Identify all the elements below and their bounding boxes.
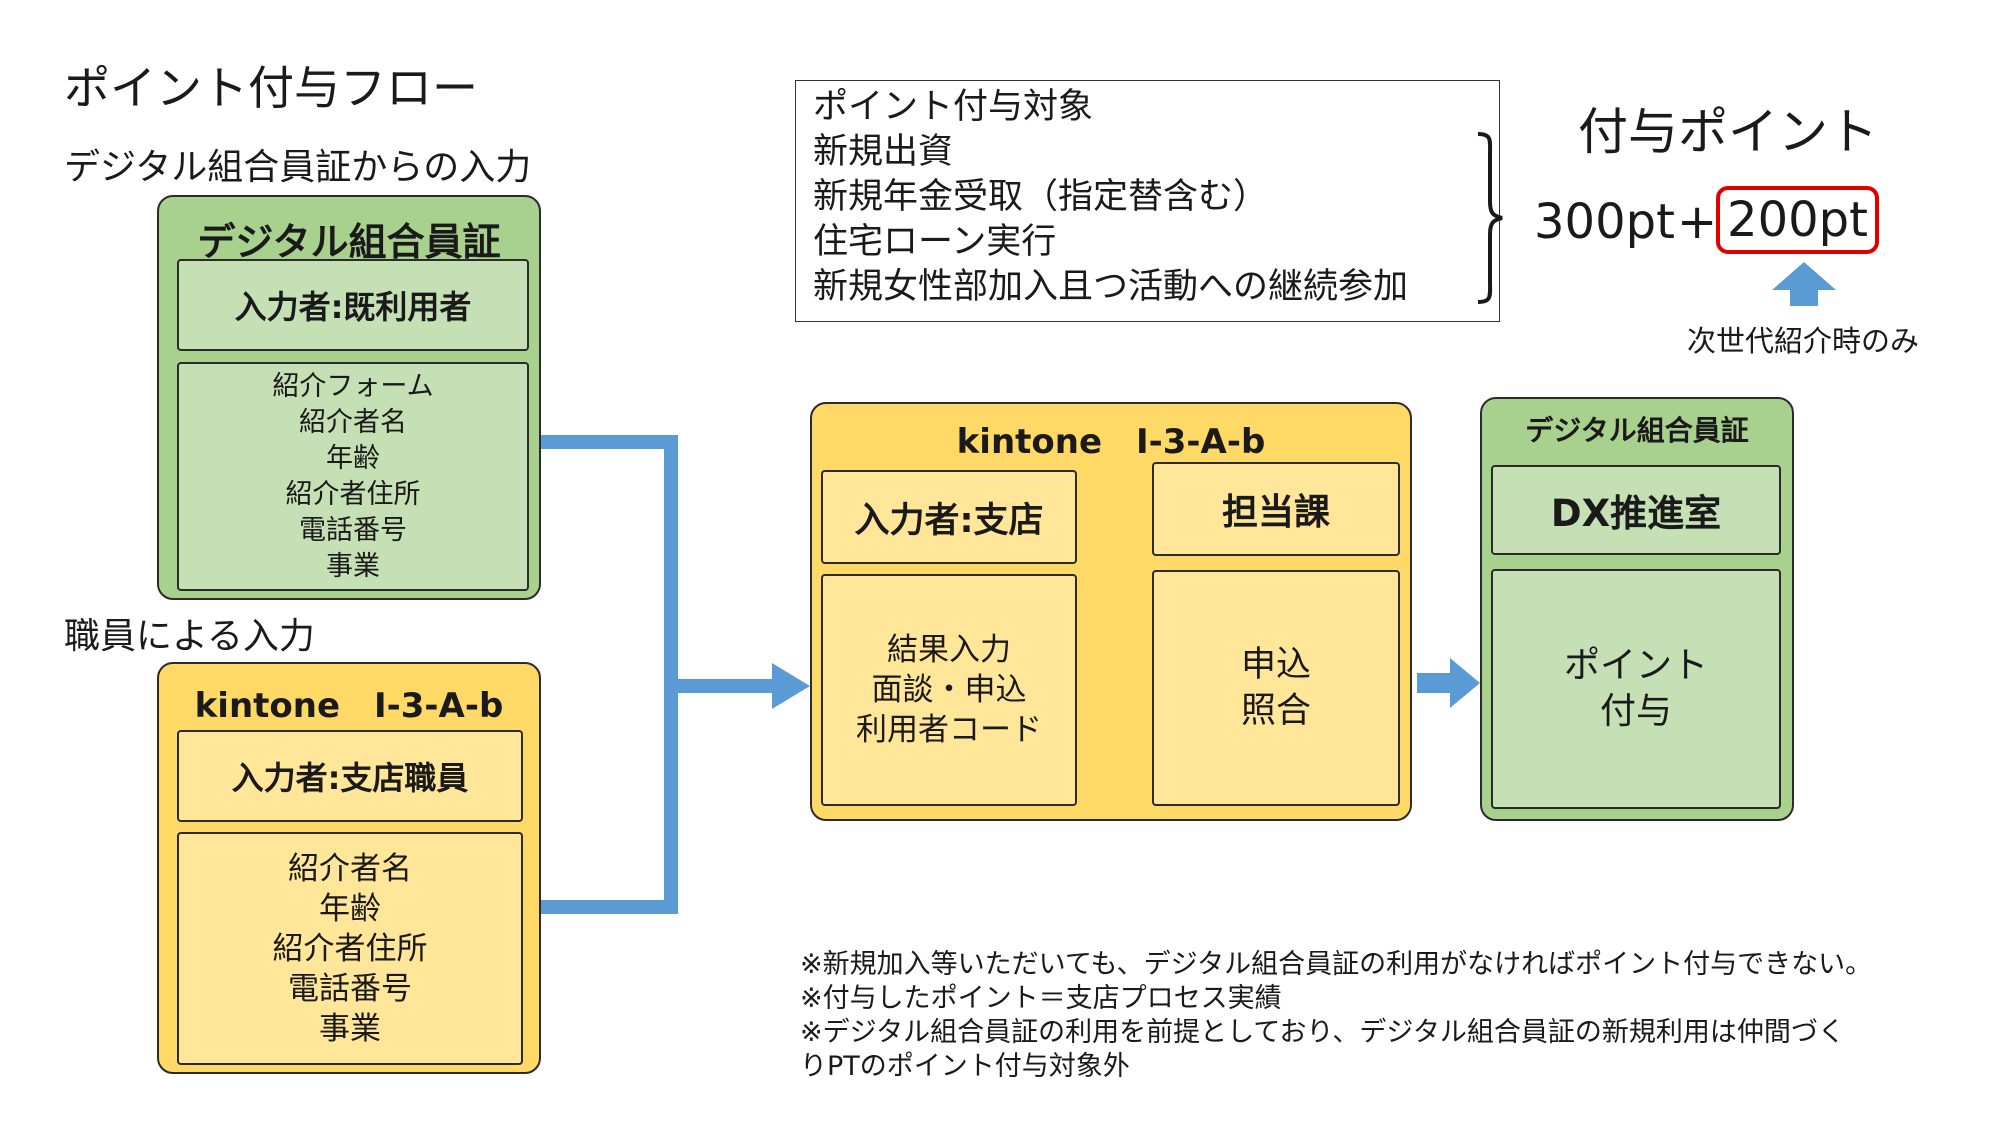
targets-box: ポイント付与対象 新規出資 新規年金受取（指定替含む） 住宅ローン実行 新規女性… — [795, 80, 1500, 322]
arrow-to-digital-final — [1417, 658, 1480, 708]
connector-digital — [540, 435, 678, 686]
notes: ※新規加入等いただいても、デジタル組合員証の利用がなければポイント付与できない。… — [800, 948, 1872, 1084]
points-base: 300pt — [1534, 194, 1675, 250]
target-item: 住宅ローン実行 — [813, 222, 1057, 262]
staff-field: 紹介者住所 — [272, 930, 428, 967]
kintone-main-box: kintone I-3-A-b 入力者:支店 結果入力 面談・申込 利用者コード… — [810, 402, 1412, 821]
staff-field: 電話番号 — [288, 970, 412, 1007]
note-line: ※付与したポイント＝支店プロセス実績 — [800, 983, 1282, 1014]
kintone-staff-fields: 紹介者名 年齢 紹介者住所 電話番号 事業 — [177, 832, 523, 1065]
staff-field: 事業 — [319, 1010, 381, 1047]
staff-field: 紹介者名 — [288, 850, 412, 887]
points-plus: + — [1677, 194, 1718, 250]
curly-brace — [1477, 132, 1503, 304]
digital-field: 年齢 — [326, 442, 380, 474]
dept-item: 照合 — [1240, 691, 1311, 731]
dept-items: 申込 照合 — [1152, 570, 1400, 806]
digital-card-title: デジタル組合員証 — [197, 220, 501, 264]
digital-field: 電話番号 — [299, 514, 407, 546]
digital-field: 紹介フォーム — [272, 370, 434, 402]
branch-item: 面談・申込 — [871, 672, 1027, 708]
note-line: りPTのポイント付与対象外 — [800, 1051, 1130, 1082]
kintone-staff-inputter: 入力者:支店職員 — [177, 730, 523, 822]
points-bonus-note: 次世代紹介時のみ — [1687, 324, 1920, 358]
kintone-staff-box: kintone I-3-A-b 入力者:支店職員 紹介者名 年齢 紹介者住所 電… — [157, 662, 541, 1074]
dept-item: 申込 — [1240, 645, 1311, 685]
target-item: 新規女性部加入且つ活動への継続参加 — [813, 267, 1409, 307]
digital-field: 事業 — [326, 550, 380, 582]
staff-field: 年齢 — [319, 890, 381, 927]
target-item: ポイント付与対象 — [813, 87, 1094, 127]
digital-card-box: デジタル組合員証 入力者:既利用者 紹介フォーム 紹介者名 年齢 紹介者住所 電… — [157, 195, 541, 600]
note-line: ※新規加入等いただいても、デジタル組合員証の利用がなければポイント付与できない。 — [800, 949, 1873, 980]
connector-staff — [540, 686, 678, 914]
digital-field: 紹介者住所 — [285, 478, 421, 510]
section-staff-label: 職員による入力 — [64, 616, 315, 657]
kintone-staff-title: kintone I-3-A-b — [194, 686, 504, 726]
digital-final-item: ポイント — [1563, 645, 1708, 686]
digital-card-fields: 紹介フォーム 紹介者名 年齢 紹介者住所 電話番号 事業 — [177, 362, 529, 591]
digital-final-box: デジタル組合員証 DX推進室 ポイント 付与 — [1480, 397, 1794, 821]
points-title: 付与ポイント — [1578, 103, 1878, 161]
branch-header: 入力者:支店 — [821, 470, 1077, 564]
note-line: ※デジタル組合員証の利用を前提としており、デジタル組合員証の新規利用は仲間づく — [800, 1017, 1845, 1048]
branch-item: 利用者コード — [856, 712, 1042, 748]
kintone-main-title: kintone I-3-A-b — [956, 422, 1266, 462]
digital-card-inputter: 入力者:既利用者 — [177, 259, 529, 351]
points-bonus: 200pt — [1716, 186, 1879, 254]
digital-final-header: DX推進室 — [1491, 465, 1781, 555]
digital-final-items: ポイント 付与 — [1491, 569, 1781, 809]
dept-header: 担当課 — [1152, 462, 1400, 556]
arrowhead-to-kintone — [772, 663, 810, 709]
branch-items: 結果入力 面談・申込 利用者コード — [821, 574, 1077, 806]
branch-item: 結果入力 — [887, 632, 1011, 668]
page-title: ポイント付与フロー — [64, 61, 478, 115]
target-item: 新規出資 — [813, 132, 954, 172]
digital-field: 紹介者名 — [299, 406, 407, 438]
target-item: 新規年金受取（指定替含む） — [813, 177, 1269, 217]
up-arrow-bonus — [1772, 262, 1836, 306]
digital-final-item: 付与 — [1599, 691, 1672, 732]
section-digital-label: デジタル組合員証からの入力 — [64, 147, 532, 188]
digital-final-title: デジタル組合員証 — [1525, 414, 1749, 447]
